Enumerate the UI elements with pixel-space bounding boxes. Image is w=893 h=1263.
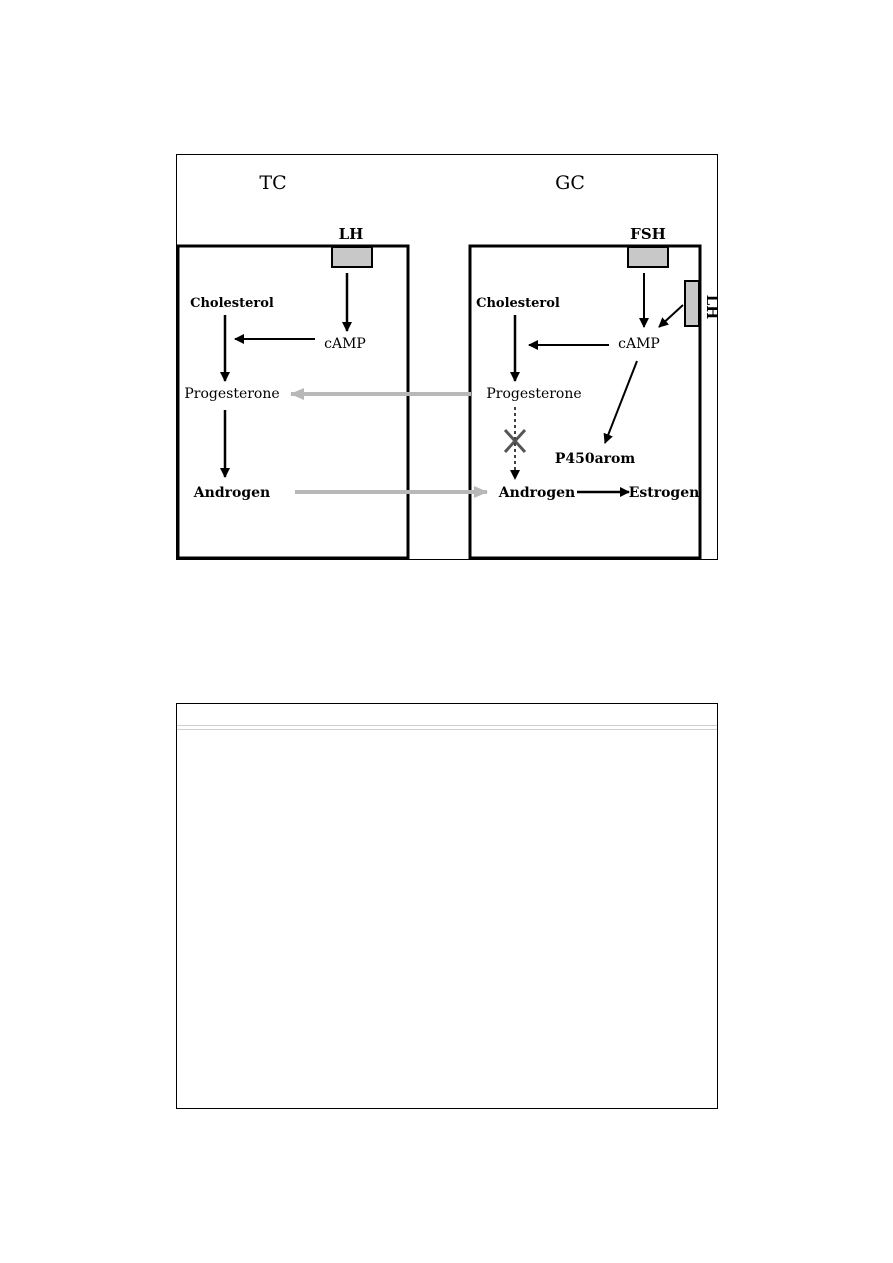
diagram-slide: TC GC LH FSH LH Cholesterol cAMP Progest… (176, 154, 721, 560)
gc-p450arom-label: P450arom (555, 451, 636, 467)
tc-lh-receptor (331, 246, 373, 268)
tc-progesterone-label: Progesterone (184, 386, 279, 402)
gc-cholesterol-label: Cholesterol (476, 296, 560, 311)
gc-lh-receptor-label: LH (703, 295, 721, 320)
gc-lh-receptor (684, 280, 700, 327)
tc-lh-receptor-label: LH (339, 225, 364, 243)
tc-camp-label: cAMP (324, 336, 366, 352)
gc-camp-to-p450arom-arrow (603, 360, 638, 444)
gc-androgen-label: Androgen (498, 485, 575, 501)
gc-progesterone-label: Progesterone (486, 386, 581, 402)
gc-estrogen-label: Estrogen (629, 485, 700, 501)
blank-slide (176, 703, 718, 1109)
tc-column-label: TC (259, 172, 286, 194)
gc-camp-label: cAMP (618, 336, 660, 352)
gc-lh-to-camp-arrow (658, 304, 684, 328)
gc-column-label: GC (555, 172, 585, 194)
tc-androgen-label: Androgen (193, 485, 270, 501)
steroidogenesis-diagram: TC GC LH FSH LH Cholesterol cAMP Progest… (176, 172, 721, 560)
tc-cholesterol-label: Cholesterol (190, 296, 274, 311)
gc-fsh-receptor-label: FSH (630, 225, 666, 243)
blocked-x-mark (503, 428, 527, 454)
slide-title-rule (177, 725, 717, 726)
granulosa-cell-box (468, 244, 702, 560)
theca-cell-box (176, 244, 410, 560)
gc-fsh-receptor (627, 246, 669, 268)
slide-title-rule (177, 729, 717, 730)
